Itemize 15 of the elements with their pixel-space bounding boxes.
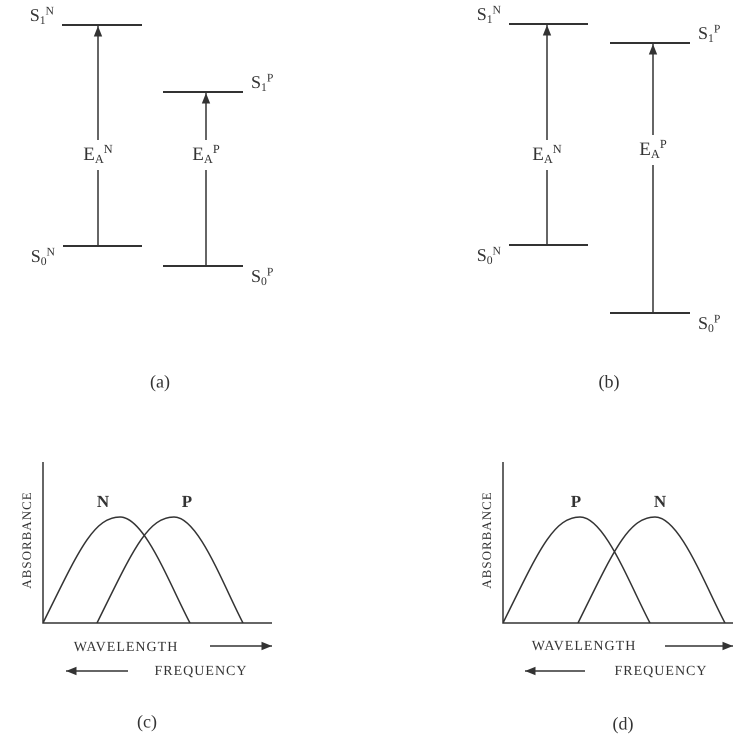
curve-label: P [182,492,192,512]
axis-label: FREQUENCY [154,664,248,680]
panel-label: (d) [612,714,634,734]
axis-label: WAVELENGTH [74,640,178,656]
axis-label: FREQUENCY [614,664,708,680]
panel-label: (c) [137,712,157,732]
panel-label: (b) [598,372,620,392]
axis-label: ABSORBANCE [19,491,35,589]
panel-label: (a) [150,372,170,392]
transition-arrow [648,44,658,312]
axis-label: WAVELENGTH [532,639,636,655]
curve-label: P [570,492,582,512]
axis-label: ABSORBANCE [479,491,495,589]
curve-label: N [96,492,110,512]
curve-label: N [654,492,666,512]
